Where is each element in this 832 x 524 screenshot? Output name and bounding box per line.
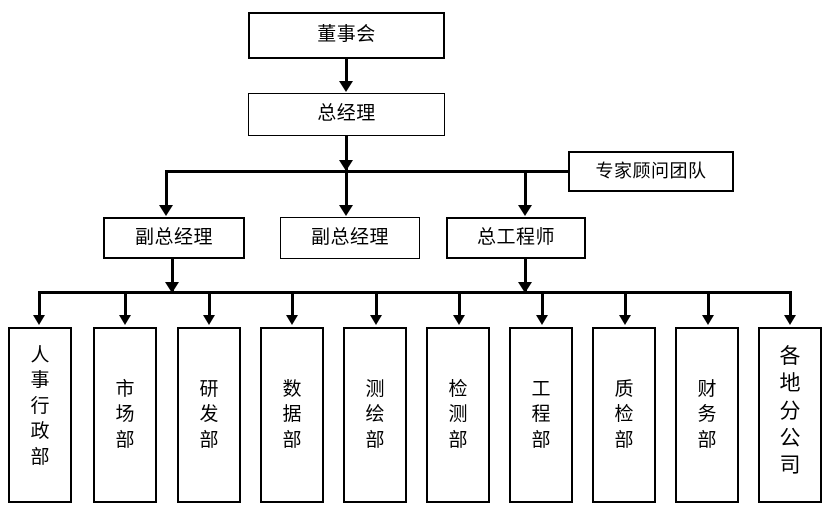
arrowhead-dept-1: [33, 315, 45, 325]
arrowhead-bus-to-vp2: [339, 205, 353, 216]
arrowhead-board-to-gm: [339, 81, 353, 92]
node-department-4[interactable]: 数据部: [260, 327, 324, 503]
node-department-3[interactable]: 研发部: [177, 327, 241, 503]
arrowhead-dept-4: [286, 315, 298, 325]
arrowhead-dept-7: [536, 315, 548, 325]
edge-bus-to-chief-engineer: [524, 170, 527, 210]
node-department-1[interactable]: 人事行政部: [8, 327, 72, 503]
edge-bus-to-dept-4: [291, 291, 294, 321]
node-department-2-label: 市场部: [115, 378, 135, 451]
node-department-7-label: 工程部: [531, 378, 551, 451]
edge-chief-engineer-to-dept-bus: [524, 259, 527, 293]
node-department-9[interactable]: 财务部: [675, 327, 739, 503]
node-board-label: 董事会: [317, 24, 376, 46]
bus-departments: [38, 291, 791, 294]
node-vp-1[interactable]: 副总经理: [103, 217, 245, 259]
edge-vp1-to-dept-bus: [171, 259, 174, 293]
edge-bus-to-dept-6: [458, 291, 461, 321]
edge-bus-to-dept-8: [624, 291, 627, 321]
node-advisory-team[interactable]: 专家顾问团队: [568, 151, 734, 192]
node-department-10[interactable]: 各地分公司: [758, 327, 822, 503]
node-department-2[interactable]: 市场部: [93, 327, 157, 503]
node-department-6-label: 检测部: [448, 378, 468, 451]
node-advisory-team-label: 专家顾问团队: [595, 160, 707, 181]
arrowhead-bus-to-vp1: [159, 205, 173, 216]
edge-gm-to-bus: [345, 136, 348, 172]
edge-bus-to-vp2: [345, 170, 348, 210]
edge-bus-to-dept-1: [38, 291, 41, 321]
arrowhead-dept-2: [119, 315, 131, 325]
node-department-6[interactable]: 检测部: [426, 327, 490, 503]
node-general-manager[interactable]: 总经理: [248, 93, 445, 136]
node-department-5[interactable]: 测绘部: [343, 327, 407, 503]
node-department-4-label: 数据部: [282, 378, 302, 451]
node-vp-2-label: 副总经理: [310, 226, 389, 248]
node-department-10-label: 各地分公司: [779, 345, 801, 478]
edge-bus-to-dept-10: [789, 291, 792, 321]
edge-bus-to-vp1: [165, 170, 168, 210]
edge-bus-to-dept-7: [541, 291, 544, 321]
arrowhead-chief-engineer-at-dept-bus: [518, 282, 532, 293]
arrowhead-dept-3: [203, 315, 215, 325]
arrowhead-bus-to-chief-engineer: [518, 205, 532, 216]
node-department-8[interactable]: 质检部: [592, 327, 656, 503]
node-general-manager-label: 总经理: [317, 103, 376, 125]
node-department-8-label: 质检部: [614, 378, 634, 451]
node-chief-engineer-label: 总工程师: [476, 226, 555, 248]
edge-bus-to-dept-2: [124, 291, 127, 321]
arrowhead-dept-8: [619, 315, 631, 325]
node-department-5-label: 测绘部: [365, 378, 385, 451]
edge-bus-to-dept-5: [375, 291, 378, 321]
arrowhead-dept-6: [453, 315, 465, 325]
arrowhead-gm-at-bus: [339, 160, 353, 171]
edge-bus-to-dept-3: [208, 291, 211, 321]
arrowhead-dept-5: [370, 315, 382, 325]
node-department-1-label: 人事行政部: [30, 345, 50, 468]
arrowhead-dept-10: [784, 315, 796, 325]
node-department-3-label: 研发部: [199, 378, 219, 451]
node-chief-engineer[interactable]: 总工程师: [446, 217, 586, 259]
node-department-9-label: 财务部: [697, 378, 717, 451]
edge-advisory-to-bus: [526, 170, 570, 173]
node-vp-1-label: 副总经理: [134, 226, 213, 248]
node-department-7[interactable]: 工程部: [509, 327, 573, 503]
edge-board-to-gm: [345, 59, 348, 83]
arrowhead-vp1-at-dept-bus: [165, 282, 179, 293]
node-board[interactable]: 董事会: [248, 12, 445, 59]
edge-bus-to-dept-9: [707, 291, 710, 321]
node-vp-2[interactable]: 副总经理: [280, 217, 420, 259]
arrowhead-dept-9: [702, 315, 714, 325]
